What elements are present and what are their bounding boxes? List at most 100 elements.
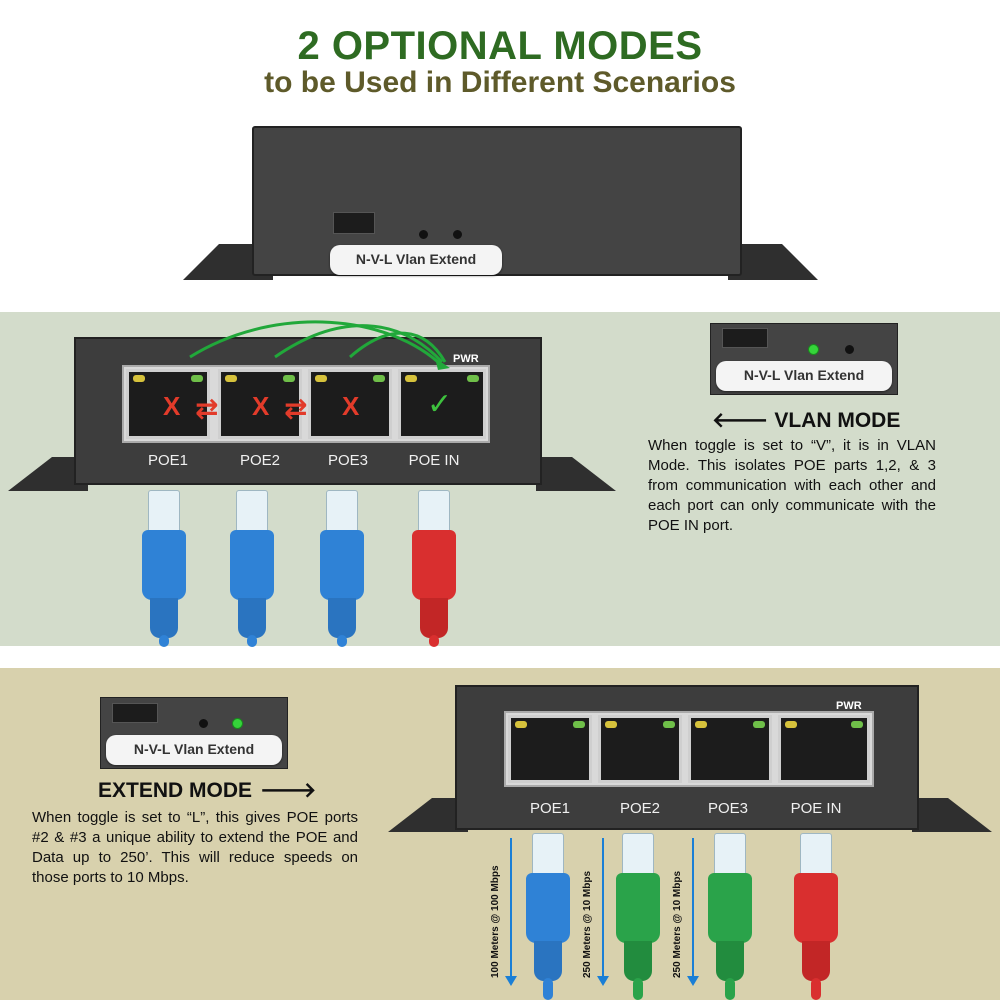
cable <box>633 978 643 1000</box>
vlan-port-label-poe-in: POE IN <box>408 452 460 469</box>
vlan-cable-poe-in <box>412 490 456 647</box>
plug-boot <box>624 941 652 981</box>
port-led <box>191 375 203 382</box>
mode-toggle-switch[interactable] <box>333 212 375 234</box>
port-led <box>133 375 145 382</box>
vlan-port-label-poe3: POE3 <box>327 452 369 469</box>
top-led-2 <box>452 229 463 240</box>
extend-port-poe2 <box>598 715 682 783</box>
plug-boot <box>150 598 178 638</box>
page-subtitle: to be Used in Different Scenarios <box>264 66 736 99</box>
vlan-green-arrows <box>189 320 450 370</box>
blocked-mark-poe2: X <box>252 391 270 421</box>
vlan-inset-label: N-V-L Vlan Extend <box>716 361 892 391</box>
extend-cable-poe-in <box>794 833 838 1000</box>
vlan-port-poe2 <box>218 369 302 439</box>
vlan-inset-led-dark <box>844 344 855 355</box>
plug-body <box>230 530 274 600</box>
extend-pwr-label: PWR <box>836 700 862 712</box>
plug-tip <box>532 833 564 877</box>
extend-inset-led-dark <box>198 718 209 729</box>
vlan-inset-led-green <box>808 344 819 355</box>
blocked-mark-poe3: X <box>342 391 360 421</box>
plug-body <box>412 530 456 600</box>
extend-port-label-poe2: POE2 <box>619 800 661 817</box>
port-led <box>315 375 327 382</box>
blocked-mark-poe1: X <box>163 391 181 421</box>
top-led-1 <box>418 229 429 240</box>
vlan-heading: 🡐VLAN MODE <box>712 408 900 433</box>
blocked-swap-arrow-1: ⇄ <box>195 393 219 424</box>
vlan-cable-poe2 <box>230 490 274 647</box>
vlan-cable-poe1 <box>142 490 186 647</box>
extend-inset-led-green <box>232 718 243 729</box>
distance-label-poe1: 100 Meters @ 100 Mbps <box>490 865 501 978</box>
plug-body <box>708 873 752 943</box>
extend-description: When toggle is set to “L”, this gives PO… <box>32 809 358 886</box>
plug-boot <box>716 941 744 981</box>
plug-tip <box>622 833 654 877</box>
plug-boot <box>802 941 830 981</box>
extend-inset-toggle-switch[interactable] <box>112 703 158 723</box>
extend-heading-text: EXTEND MODE <box>98 779 253 802</box>
vlan-description: When toggle is set to “V”, it is in VLAN… <box>648 437 936 534</box>
blocked-swap-arrow-2: ⇄ <box>284 393 308 424</box>
extend-cable-poe2 <box>616 833 660 1000</box>
vlan-inset-toggle-switch[interactable] <box>722 328 768 348</box>
plug-tip <box>800 833 832 877</box>
vlan-cable-poe3 <box>320 490 364 647</box>
port-led <box>785 721 797 728</box>
extend-port-label-poe3: POE3 <box>707 800 749 817</box>
port-led <box>851 721 863 728</box>
plug-boot <box>534 941 562 981</box>
port-led <box>573 721 585 728</box>
extend-cable-poe1 <box>526 833 570 1000</box>
vlan-port-poe1 <box>126 369 210 439</box>
extend-cable-poe3 <box>708 833 752 1000</box>
cable <box>337 635 347 647</box>
extend-port-poe-in <box>778 715 870 783</box>
port-led <box>753 721 765 728</box>
port-led <box>663 721 675 728</box>
port-led <box>225 375 237 382</box>
port-led <box>283 375 295 382</box>
extend-port-label-poe1: POE1 <box>529 800 571 817</box>
vlan-port-label-poe2: POE2 <box>239 452 281 469</box>
port-led <box>605 721 617 728</box>
plug-tip <box>148 490 180 534</box>
plug-body <box>526 873 570 943</box>
distance-arrow-poe2 <box>597 838 609 986</box>
plug-body <box>794 873 838 943</box>
plug-tip <box>714 833 746 877</box>
plug-body <box>320 530 364 600</box>
top-mode-label: N-V-L Vlan Extend <box>330 245 502 275</box>
vlan-pwr-label: PWR <box>453 353 479 365</box>
port-led <box>695 721 707 728</box>
plug-boot <box>238 598 266 638</box>
plug-tip <box>418 490 450 534</box>
plug-boot <box>420 598 448 638</box>
page-title: 2 OPTIONAL MODES <box>297 24 703 68</box>
distance-arrow-poe1 <box>505 838 517 986</box>
port-led <box>467 375 479 382</box>
cable <box>159 635 169 647</box>
cable <box>429 635 439 647</box>
distance-arrow-poe3 <box>687 838 699 986</box>
extend-port-poe3 <box>688 715 772 783</box>
vlan-port-poe3 <box>308 369 392 439</box>
plug-tip <box>326 490 358 534</box>
vlan-port-label-poe1: POE1 <box>147 452 189 469</box>
plug-tip <box>236 490 268 534</box>
extend-port-label-poe-in: POE IN <box>790 800 842 817</box>
cable <box>543 978 553 1000</box>
cable <box>725 978 735 1000</box>
vlan-port-poe-in <box>398 369 486 439</box>
plug-body <box>616 873 660 943</box>
port-led <box>515 721 527 728</box>
distance-label-poe3: 250 Meters @ 10 Mbps <box>672 870 683 978</box>
arrow-right-icon: 🡒 <box>260 779 317 802</box>
extend-inset-label: N-V-L Vlan Extend <box>106 735 282 765</box>
extend-port-poe1 <box>508 715 592 783</box>
cable <box>811 978 821 1000</box>
cable <box>247 635 257 647</box>
